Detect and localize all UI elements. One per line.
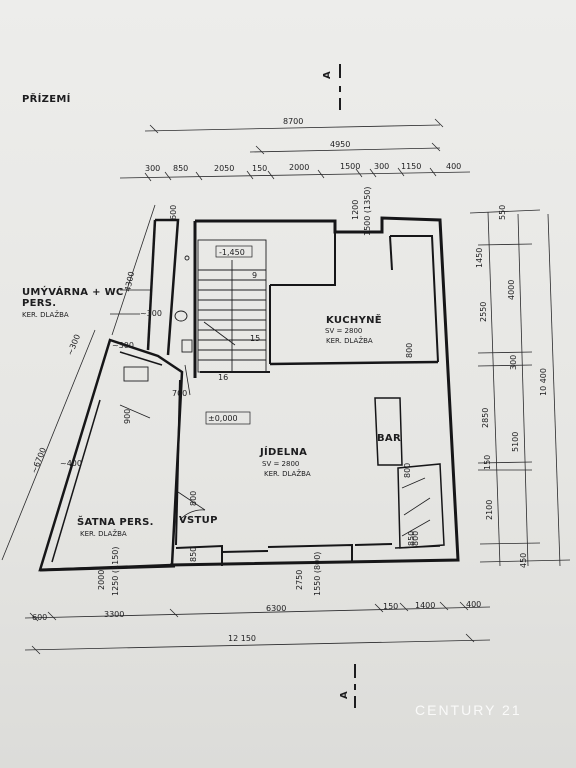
dim-opening-9: 2000 xyxy=(97,570,106,590)
stair-number-mid: 15 xyxy=(250,334,260,343)
dim-right-chain-5: 2850 xyxy=(481,408,490,428)
section-label-bottom: A xyxy=(339,691,350,699)
dimension-lines xyxy=(1,118,571,655)
section-label-top: A xyxy=(322,71,333,79)
dim-bottom-chain-6: 400 xyxy=(466,600,481,609)
stair-number-top: 9 xyxy=(252,271,257,280)
level-floor: ±0,000 xyxy=(208,414,238,423)
dim-top-chain-4: 150 xyxy=(252,164,267,173)
room-name-bar: BAR xyxy=(377,433,401,444)
dim-opening-15: 850 xyxy=(407,531,416,546)
room-floor-satna: KER. DLAŽBA xyxy=(80,529,127,538)
dim-opening-5: 700 xyxy=(172,389,187,398)
dim-opening-1: 600 xyxy=(169,205,178,220)
dim-left-a: 4300 xyxy=(123,271,136,293)
dim-opening-2: 1200 xyxy=(351,200,360,220)
room-floor-kuchyne: KER. DLAŽBA xyxy=(326,336,373,345)
dim-top-chain-9: 400 xyxy=(446,162,461,171)
dim-bottom-chain-1: 600 xyxy=(32,613,47,622)
dim-top-chain-6: 1500 xyxy=(340,162,360,171)
room-name-vstup: VSTUP xyxy=(179,515,218,526)
walls xyxy=(38,216,460,572)
dim-opening-13: 800 xyxy=(189,491,198,506)
dim-opening-4: 800 xyxy=(405,343,414,358)
watermark-logo: CENTURY 21 xyxy=(415,702,522,718)
dim-right-chain-1: 550 xyxy=(498,205,507,220)
dim-right-chain-4: 300 xyxy=(509,355,518,370)
plan-title: PŘÍZEMÍ xyxy=(22,92,71,105)
stair-number-bottom: 16 xyxy=(218,373,228,382)
room-sv-jidelna: SV = 2800 xyxy=(262,460,299,468)
dim-right-overall: 10 400 xyxy=(539,368,548,396)
room-sv-kuchyne: SV = 2800 xyxy=(325,327,362,335)
room-floor-umyvarna: KER. DLAŽBA xyxy=(22,310,69,319)
dim-opening-3: 1500 (1350) xyxy=(363,186,372,236)
dim-left-e: ~400 xyxy=(60,459,82,468)
dim-right-group-2: 5100 xyxy=(511,432,520,452)
dim-top-chain-5: 2000 xyxy=(289,163,309,172)
dim-opening-8: 900 xyxy=(123,409,132,424)
dim-bottom-chain-4: 150 xyxy=(383,602,398,611)
dim-right-chain-6: 150 xyxy=(483,455,492,470)
dim-left-c: ~300 xyxy=(66,333,83,357)
room-name-umyvarna: UMÝVÁRNA + WC xyxy=(22,285,124,298)
dim-bottom-chain-2: 3300 xyxy=(104,610,124,619)
dim-left-b: ~300 xyxy=(140,309,162,318)
dim-left-d: ~6700 xyxy=(30,446,48,474)
dim-opening-6: 800 xyxy=(403,463,412,478)
room-name-jidelna: JÍDELNA xyxy=(259,445,307,458)
dim-opening-7: 800 xyxy=(411,531,420,546)
dim-right-chain-8: 450 xyxy=(519,553,528,568)
dim-opening-11: 2750 xyxy=(295,570,304,590)
room-name-kuchyne: KUCHYNĚ xyxy=(326,313,382,326)
dim-top-chain-2: 850 xyxy=(173,164,188,173)
dim-opening-14: 850 xyxy=(189,547,198,562)
dim-right-chain-3: 2550 xyxy=(479,302,488,322)
dim-top-sub: 4950 xyxy=(330,140,350,149)
level-stair-landing: -1,450 xyxy=(219,248,245,257)
dim-left-c2: ~300 xyxy=(112,341,134,350)
dim-right-chain-2: 1450 xyxy=(475,248,484,268)
dim-top-chain-8: 1150 xyxy=(401,162,421,171)
dim-bottom-chain-3: 6300 xyxy=(266,604,286,613)
dim-right-chain-7: 2100 xyxy=(485,500,494,520)
dim-top-chain-3: 2050 xyxy=(214,164,234,173)
dim-bottom-chain-5: 1400 xyxy=(415,601,435,610)
room-name-satna: ŠATNA PERS. xyxy=(77,515,154,528)
dim-bottom-overall: 12 150 xyxy=(228,634,256,643)
room-name2-umyvarna: PERS. xyxy=(22,298,56,309)
dim-opening-12: 1550 (800) xyxy=(313,552,322,596)
dim-right-group-1: 4000 xyxy=(507,280,516,300)
dim-opening-10: 1250 (1150) xyxy=(111,546,120,596)
door-swings xyxy=(119,364,431,537)
dim-top-chain-7: 300 xyxy=(374,162,389,171)
dim-top-chain-1: 300 xyxy=(145,164,160,173)
staircase xyxy=(197,239,267,373)
dim-top-overall: 8700 xyxy=(283,117,303,126)
leader-lines xyxy=(110,289,150,315)
room-floor-jidelna: KER. DLAŽBA xyxy=(264,469,311,478)
sanitary-fixtures xyxy=(123,255,193,382)
